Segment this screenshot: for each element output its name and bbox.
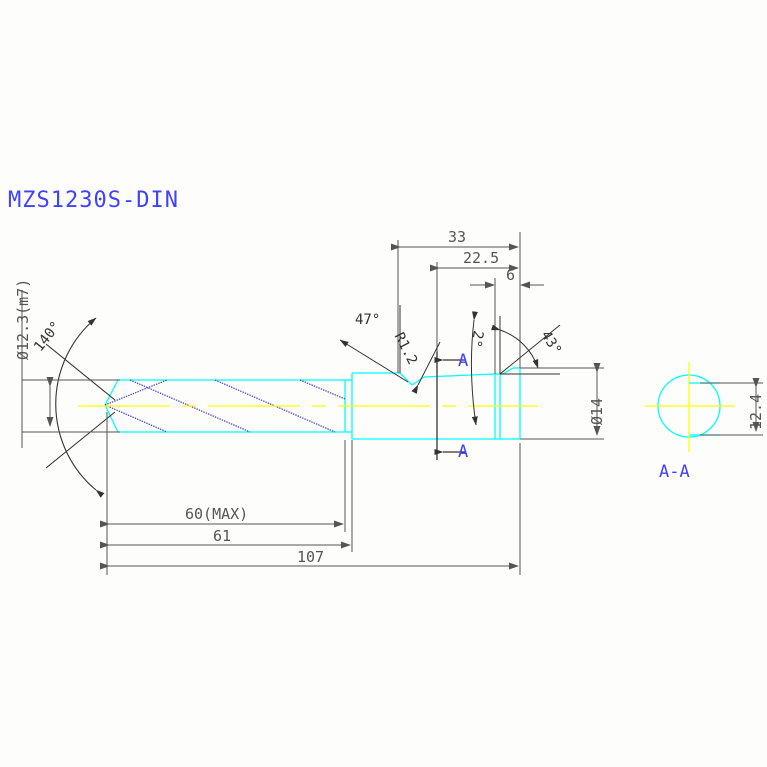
chamfer-47-leader [339, 305, 409, 383]
chamfer-43-arc [490, 316, 561, 375]
section-cut-line [434, 352, 465, 460]
dim-chamfer-47: 47° [355, 312, 381, 328]
section-width-dimension [700, 378, 763, 436]
dim-taper-2: 2° [467, 329, 486, 349]
head-diameter-dimension [520, 363, 604, 440]
shank-diameter-dimension [21, 290, 120, 448]
dim-overall-length: 107 [297, 548, 325, 566]
dim-length-22-5: 22.5 [463, 249, 500, 267]
dim-length-33: 33 [448, 228, 467, 246]
section-mark-top: A [458, 351, 469, 371]
dim-flute-length: 60(MAX) [185, 505, 249, 523]
drill-shank-body [345, 367, 521, 440]
section-mark-bottom: A [458, 442, 469, 462]
bottom-dimension-chain [100, 412, 521, 575]
dim-length-61: 61 [213, 527, 232, 545]
dim-length-6: 6 [506, 266, 516, 284]
dim-head-diameter: Ø14 [588, 397, 606, 425]
drawing-title: MZS1230S-DIN [8, 188, 179, 213]
point-angle-arc [45, 317, 116, 498]
radius-r12-leader [411, 341, 441, 394]
taper-2deg-leader [470, 311, 478, 426]
dim-shank-diameter: Ø12.3(m7) [14, 278, 32, 360]
section-view-circle [645, 362, 735, 452]
section-view-caption: A-A [659, 462, 690, 482]
dim-section-width: 12.4 [747, 393, 765, 430]
